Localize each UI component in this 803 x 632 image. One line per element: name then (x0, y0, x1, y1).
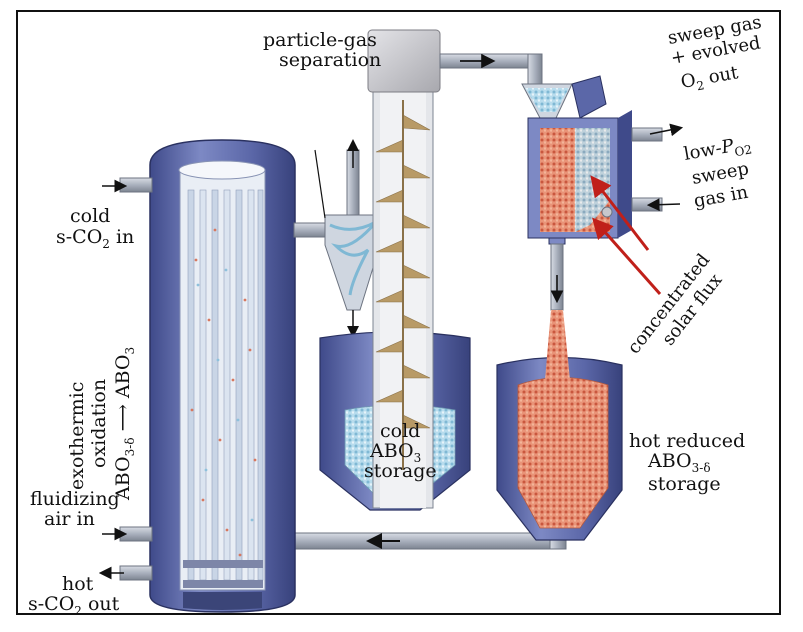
screw-lift (372, 87, 434, 509)
svg-text:ABO3: ABO3 (369, 440, 421, 465)
svg-text:particle-gas: particle-gas (263, 29, 377, 51)
reactor-particles (190, 228, 257, 557)
label-fluidizing-air-in: fluidizing air in (30, 488, 120, 530)
hot-storage-tank (496, 310, 623, 541)
label-sweep-gas-out: sweep gas + evolved O2 out (666, 12, 763, 96)
label-exothermic-oxidation: exothermic oxidation ABO3-δ ⟶ ABO3 (66, 347, 137, 501)
svg-text:fluidizing: fluidizing (30, 488, 120, 510)
svg-text:hot reduced: hot reduced (629, 430, 745, 452)
label-particle-gas-separation: particle-gas separation (263, 29, 381, 71)
svg-text:separation: separation (279, 49, 381, 71)
top-hopper-box (367, 29, 543, 93)
svg-text:O2 out: O2 out (679, 62, 741, 96)
svg-text:exothermic: exothermic (66, 382, 88, 490)
label-cold-abo3-storage: cold ABO3 storage (364, 420, 437, 482)
svg-text:cold: cold (70, 205, 110, 227)
solar-flux-arrows (590, 175, 662, 295)
solar-reduction-reactor (521, 75, 684, 311)
svg-text:air in: air in (44, 508, 95, 530)
reactor-tubes (187, 189, 264, 581)
svg-text:storage: storage (648, 473, 721, 495)
svg-text:s-CO2 out: s-CO2 out (28, 593, 120, 618)
oxidation-reactor (149, 139, 296, 613)
label-cold-sco2-in: cold s-CO2 in (56, 205, 134, 251)
cyclone-separator (314, 139, 381, 338)
label-hot-sco2-out: hot s-CO2 out (28, 573, 120, 618)
svg-text:ABO3-δ: ABO3-δ (647, 450, 711, 475)
label-hot-reduced-storage: hot reduced ABO3-δ storage (629, 430, 745, 495)
svg-text:storage: storage (364, 460, 437, 482)
svg-text:hot: hot (62, 573, 94, 595)
svg-text:s-CO2 in: s-CO2 in (56, 226, 134, 251)
svg-text:cold: cold (380, 420, 420, 442)
svg-text:oxidation: oxidation (88, 379, 110, 468)
reactor-ports (98, 177, 335, 581)
svg-text:low-PO2: low-PO2 (682, 132, 753, 167)
svg-text:ABO3-δ ⟶ ABO3: ABO3-δ ⟶ ABO3 (112, 347, 137, 501)
label-low-po2-sweep-gas-in: low-PO2 sweep gas in (682, 132, 753, 212)
label-concentrated-solar-flux: concentrated solar flux (623, 250, 726, 358)
